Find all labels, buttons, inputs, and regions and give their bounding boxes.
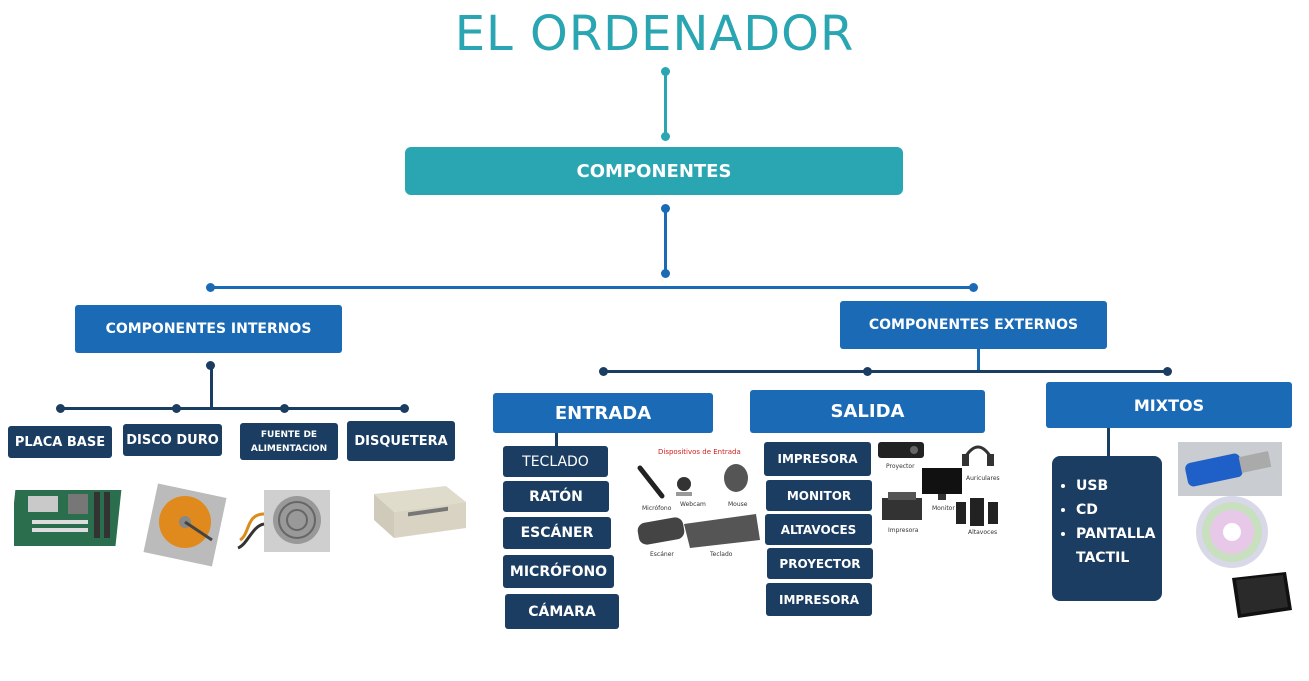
touchscreen-image	[1232, 572, 1292, 618]
connector-dot	[172, 404, 181, 413]
placa-base-node[interactable]: PLACA BASE	[8, 426, 112, 458]
connector-line	[555, 433, 558, 447]
connector-dot	[1163, 367, 1172, 376]
altavoces-caption: Altavoces	[968, 529, 997, 536]
input-devices-caption: Dispositivos de Entrada	[658, 448, 741, 456]
usb-image	[1178, 442, 1282, 496]
disco-duro-node[interactable]: DISCO DURO	[123, 424, 222, 456]
teclado-caption: Teclado	[709, 551, 733, 558]
cd-image	[1196, 496, 1268, 568]
externos-node[interactable]: COMPONENTES EXTERNOS	[840, 301, 1107, 349]
power-supply-image	[237, 490, 330, 552]
list-item: USB	[1076, 474, 1162, 498]
auriculares-caption: Auriculares	[966, 475, 1000, 482]
connector-dot	[56, 404, 65, 413]
connector-dot	[280, 404, 289, 413]
branch-line	[603, 370, 1168, 373]
impresora-caption: Impresora	[888, 527, 919, 534]
input-devices-image: Dispositivos de Entrada Micrófono Webcam…	[637, 448, 760, 558]
connector-line	[210, 365, 213, 408]
connector-line	[664, 71, 667, 137]
output-devices-image: Proyector Auriculares Monitor Impresora …	[878, 442, 1000, 536]
mouse-caption: Mouse	[728, 501, 748, 508]
connector-dot	[969, 283, 978, 292]
list-item: PANTALLA TACTIL	[1076, 522, 1162, 570]
motherboard-image	[14, 490, 122, 546]
connector-line	[977, 349, 980, 371]
mixtos-list: USB CD PANTALLA TACTIL	[1052, 456, 1162, 601]
branch-line	[60, 407, 405, 410]
proyector-caption: Proyector	[886, 463, 915, 470]
monitor-caption: Monitor	[932, 505, 955, 512]
connector-line	[1107, 428, 1110, 458]
camara-node[interactable]: CÁMARA	[505, 594, 619, 629]
connector-dot	[661, 269, 670, 278]
connector-dot	[661, 132, 670, 141]
fuente-node[interactable]: FUENTE DE ALIMENTACION	[240, 423, 338, 460]
connector-dot	[863, 367, 872, 376]
floppy-drive-image	[374, 486, 466, 538]
diagram-title: EL ORDENADOR	[454, 6, 855, 62]
internos-node[interactable]: COMPONENTES INTERNOS	[75, 305, 342, 353]
webcam-caption: Webcam	[680, 501, 706, 508]
disquetera-node[interactable]: DISQUETERA	[347, 421, 455, 461]
connector-line	[664, 208, 667, 274]
root-node[interactable]: COMPONENTES	[405, 147, 903, 195]
branch-line	[210, 286, 974, 289]
entrada-node[interactable]: ENTRADA	[493, 393, 713, 433]
monitor-node[interactable]: MONITOR	[766, 480, 872, 511]
hard-disk-image	[143, 483, 227, 567]
teclado-node[interactable]: TECLADO	[503, 446, 608, 477]
escaner-node[interactable]: ESCÁNER	[503, 517, 611, 549]
proyector-node[interactable]: PROYECTOR	[767, 548, 873, 579]
list-item: CD	[1076, 498, 1162, 522]
connector-dot	[206, 283, 215, 292]
impresora-2-node[interactable]: IMPRESORA	[766, 583, 872, 616]
salida-node[interactable]: SALIDA	[750, 390, 985, 433]
mixtos-node[interactable]: MIXTOS	[1046, 382, 1292, 428]
altavoces-node[interactable]: ALTAVOCES	[765, 514, 872, 545]
raton-node[interactable]: RATÓN	[503, 481, 609, 512]
connector-dot	[599, 367, 608, 376]
microfono-node[interactable]: MICRÓFONO	[503, 555, 614, 588]
microfono-caption: Micrófono	[642, 505, 672, 512]
impresora-node[interactable]: IMPRESORA	[764, 442, 871, 476]
connector-dot	[400, 404, 409, 413]
escaner-caption: Escáner	[650, 551, 674, 558]
